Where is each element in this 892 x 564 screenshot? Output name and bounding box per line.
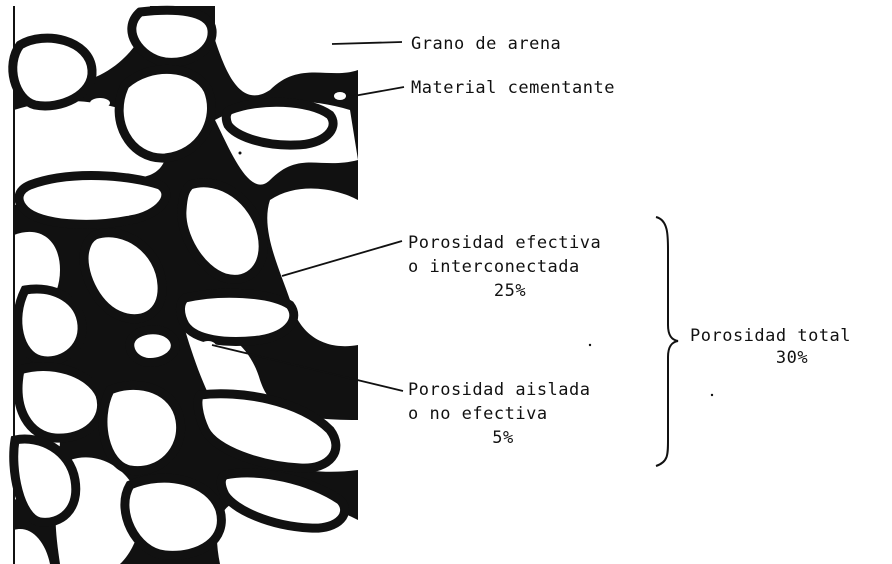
isolated-pore [334,92,346,100]
rock-section [13,6,358,564]
label-grano-de-arena: Grano de arena [411,34,561,54]
label-material-cementante: Material cementante [411,78,615,98]
label-porosidad-total-pct: 30% [770,348,814,368]
sand-grain [13,38,92,106]
label-porosidad-aislada-pct: 5% [483,428,523,448]
sand-grain [130,330,176,363]
label-porosidad-aislada-line1: Porosidad aislada [408,380,591,400]
sand-grain [180,293,293,341]
speck [589,344,591,346]
sand-grain [19,176,166,225]
sand-grain [103,385,181,470]
sand-grain [18,289,82,361]
label-porosidad-efectiva-pct: 25% [490,281,530,301]
label-porosidad-aislada-line2: o no efectiva [408,404,548,424]
label-porosidad-efectiva-line2: o interconectada [408,257,580,277]
total-brace [656,217,678,466]
sand-grain [226,102,333,145]
sand-grain [125,478,221,555]
sand-grain [132,10,212,62]
label-porosidad-efectiva-line1: Porosidad efectiva [408,233,601,253]
speck [239,152,242,155]
isolated-pore [90,98,110,108]
label-porosidad-total: Porosidad total [690,326,851,346]
sand-grain [18,366,102,438]
speck [711,394,713,396]
sand-grain [119,69,211,158]
